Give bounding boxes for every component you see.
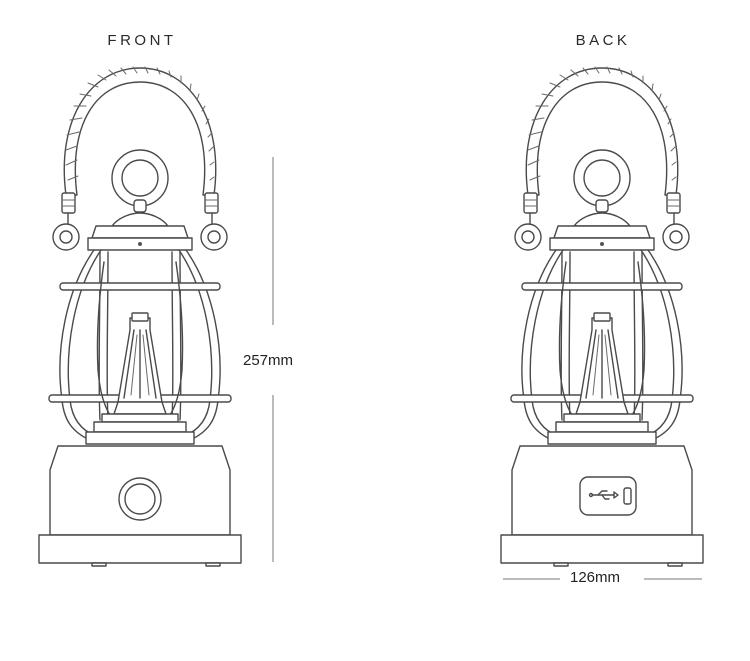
back-view-label: BACK xyxy=(575,32,631,49)
width-dimension-label: 126mm xyxy=(570,569,621,586)
usb-port-cover-icon xyxy=(579,476,637,516)
front-view-label: FRONT xyxy=(107,32,177,49)
usb-icon xyxy=(588,490,619,500)
height-dimension-label: 257mm xyxy=(243,352,294,369)
front-lantern-drawing xyxy=(38,66,242,567)
back-lantern-drawing xyxy=(500,66,704,567)
